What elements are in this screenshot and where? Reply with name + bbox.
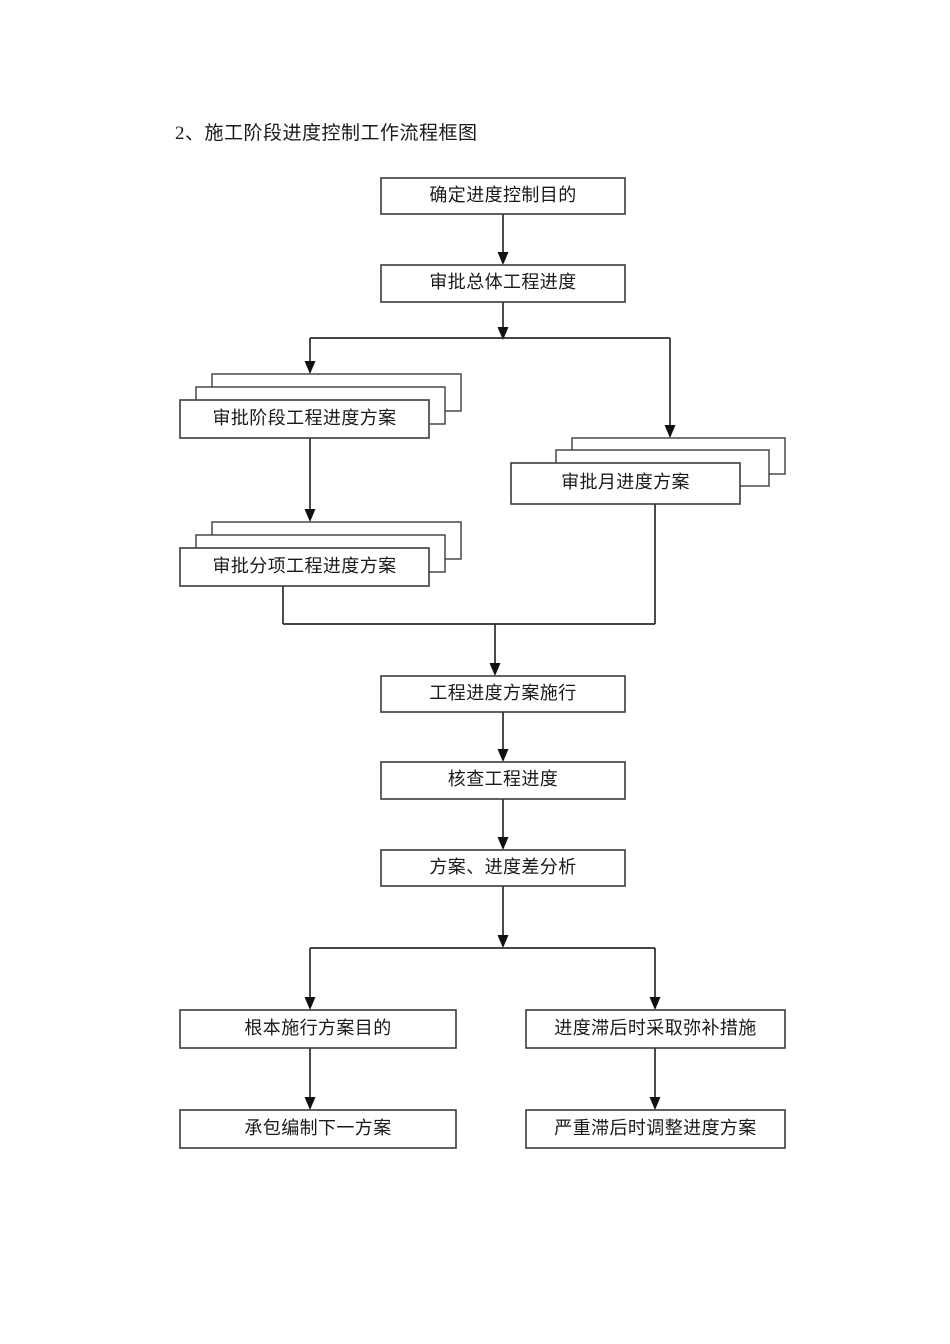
node-n3-label: 审批阶段工程进度方案 xyxy=(213,408,397,428)
node-n4-label: 审批月进度方案 xyxy=(561,472,690,492)
node-n8-label: 方案、进度差分析 xyxy=(429,857,576,877)
node-n1-label: 确定进度控制目的 xyxy=(429,185,576,205)
node-n4[interactable]: 审批月进度方案 xyxy=(510,437,786,505)
node-n12[interactable]: 严重滞后时调整进度方案 xyxy=(525,1109,786,1149)
node-n9[interactable]: 根本施行方案目的 xyxy=(179,1009,457,1049)
connector-n7-n8 xyxy=(497,799,509,850)
node-n12-label: 严重滞后时调整进度方案 xyxy=(554,1118,756,1138)
node-n3[interactable]: 审批阶段工程进度方案 xyxy=(179,373,462,439)
node-n11[interactable]: 承包编制下一方案 xyxy=(179,1109,457,1149)
connector-n8-split xyxy=(304,886,661,1010)
connector-n6-n7 xyxy=(497,712,509,762)
connector-n3-n5 xyxy=(304,438,316,522)
node-n6-label: 工程进度方案施行 xyxy=(429,683,576,703)
node-n8[interactable]: 方案、进度差分析 xyxy=(380,849,626,887)
connector-n9-n11 xyxy=(304,1048,316,1110)
node-n11-label: 承包编制下一方案 xyxy=(244,1118,391,1138)
connector-n2-split xyxy=(304,302,676,438)
connector-merge-to-n6 xyxy=(282,504,656,676)
node-n2-label: 审批总体工程进度 xyxy=(429,272,576,292)
node-n5[interactable]: 审批分项工程进度方案 xyxy=(179,521,462,587)
node-n5-label: 审批分项工程进度方案 xyxy=(213,556,397,576)
node-n7-label: 核查工程进度 xyxy=(448,769,558,789)
connector-n1-n2 xyxy=(497,214,509,265)
node-n10-label: 进度滞后时采取弥补措施 xyxy=(554,1018,756,1038)
connector-n10-n12 xyxy=(649,1048,661,1110)
node-n6[interactable]: 工程进度方案施行 xyxy=(380,675,626,713)
page-title: 2、施工阶段进度控制工作流程框图 xyxy=(175,123,478,144)
node-n2[interactable]: 审批总体工程进度 xyxy=(380,264,626,303)
node-n10[interactable]: 进度滞后时采取弥补措施 xyxy=(525,1009,786,1049)
node-n7[interactable]: 核查工程进度 xyxy=(380,761,626,800)
node-n1[interactable]: 确定进度控制目的 xyxy=(380,177,626,215)
node-n9-label: 根本施行方案目的 xyxy=(244,1018,391,1038)
